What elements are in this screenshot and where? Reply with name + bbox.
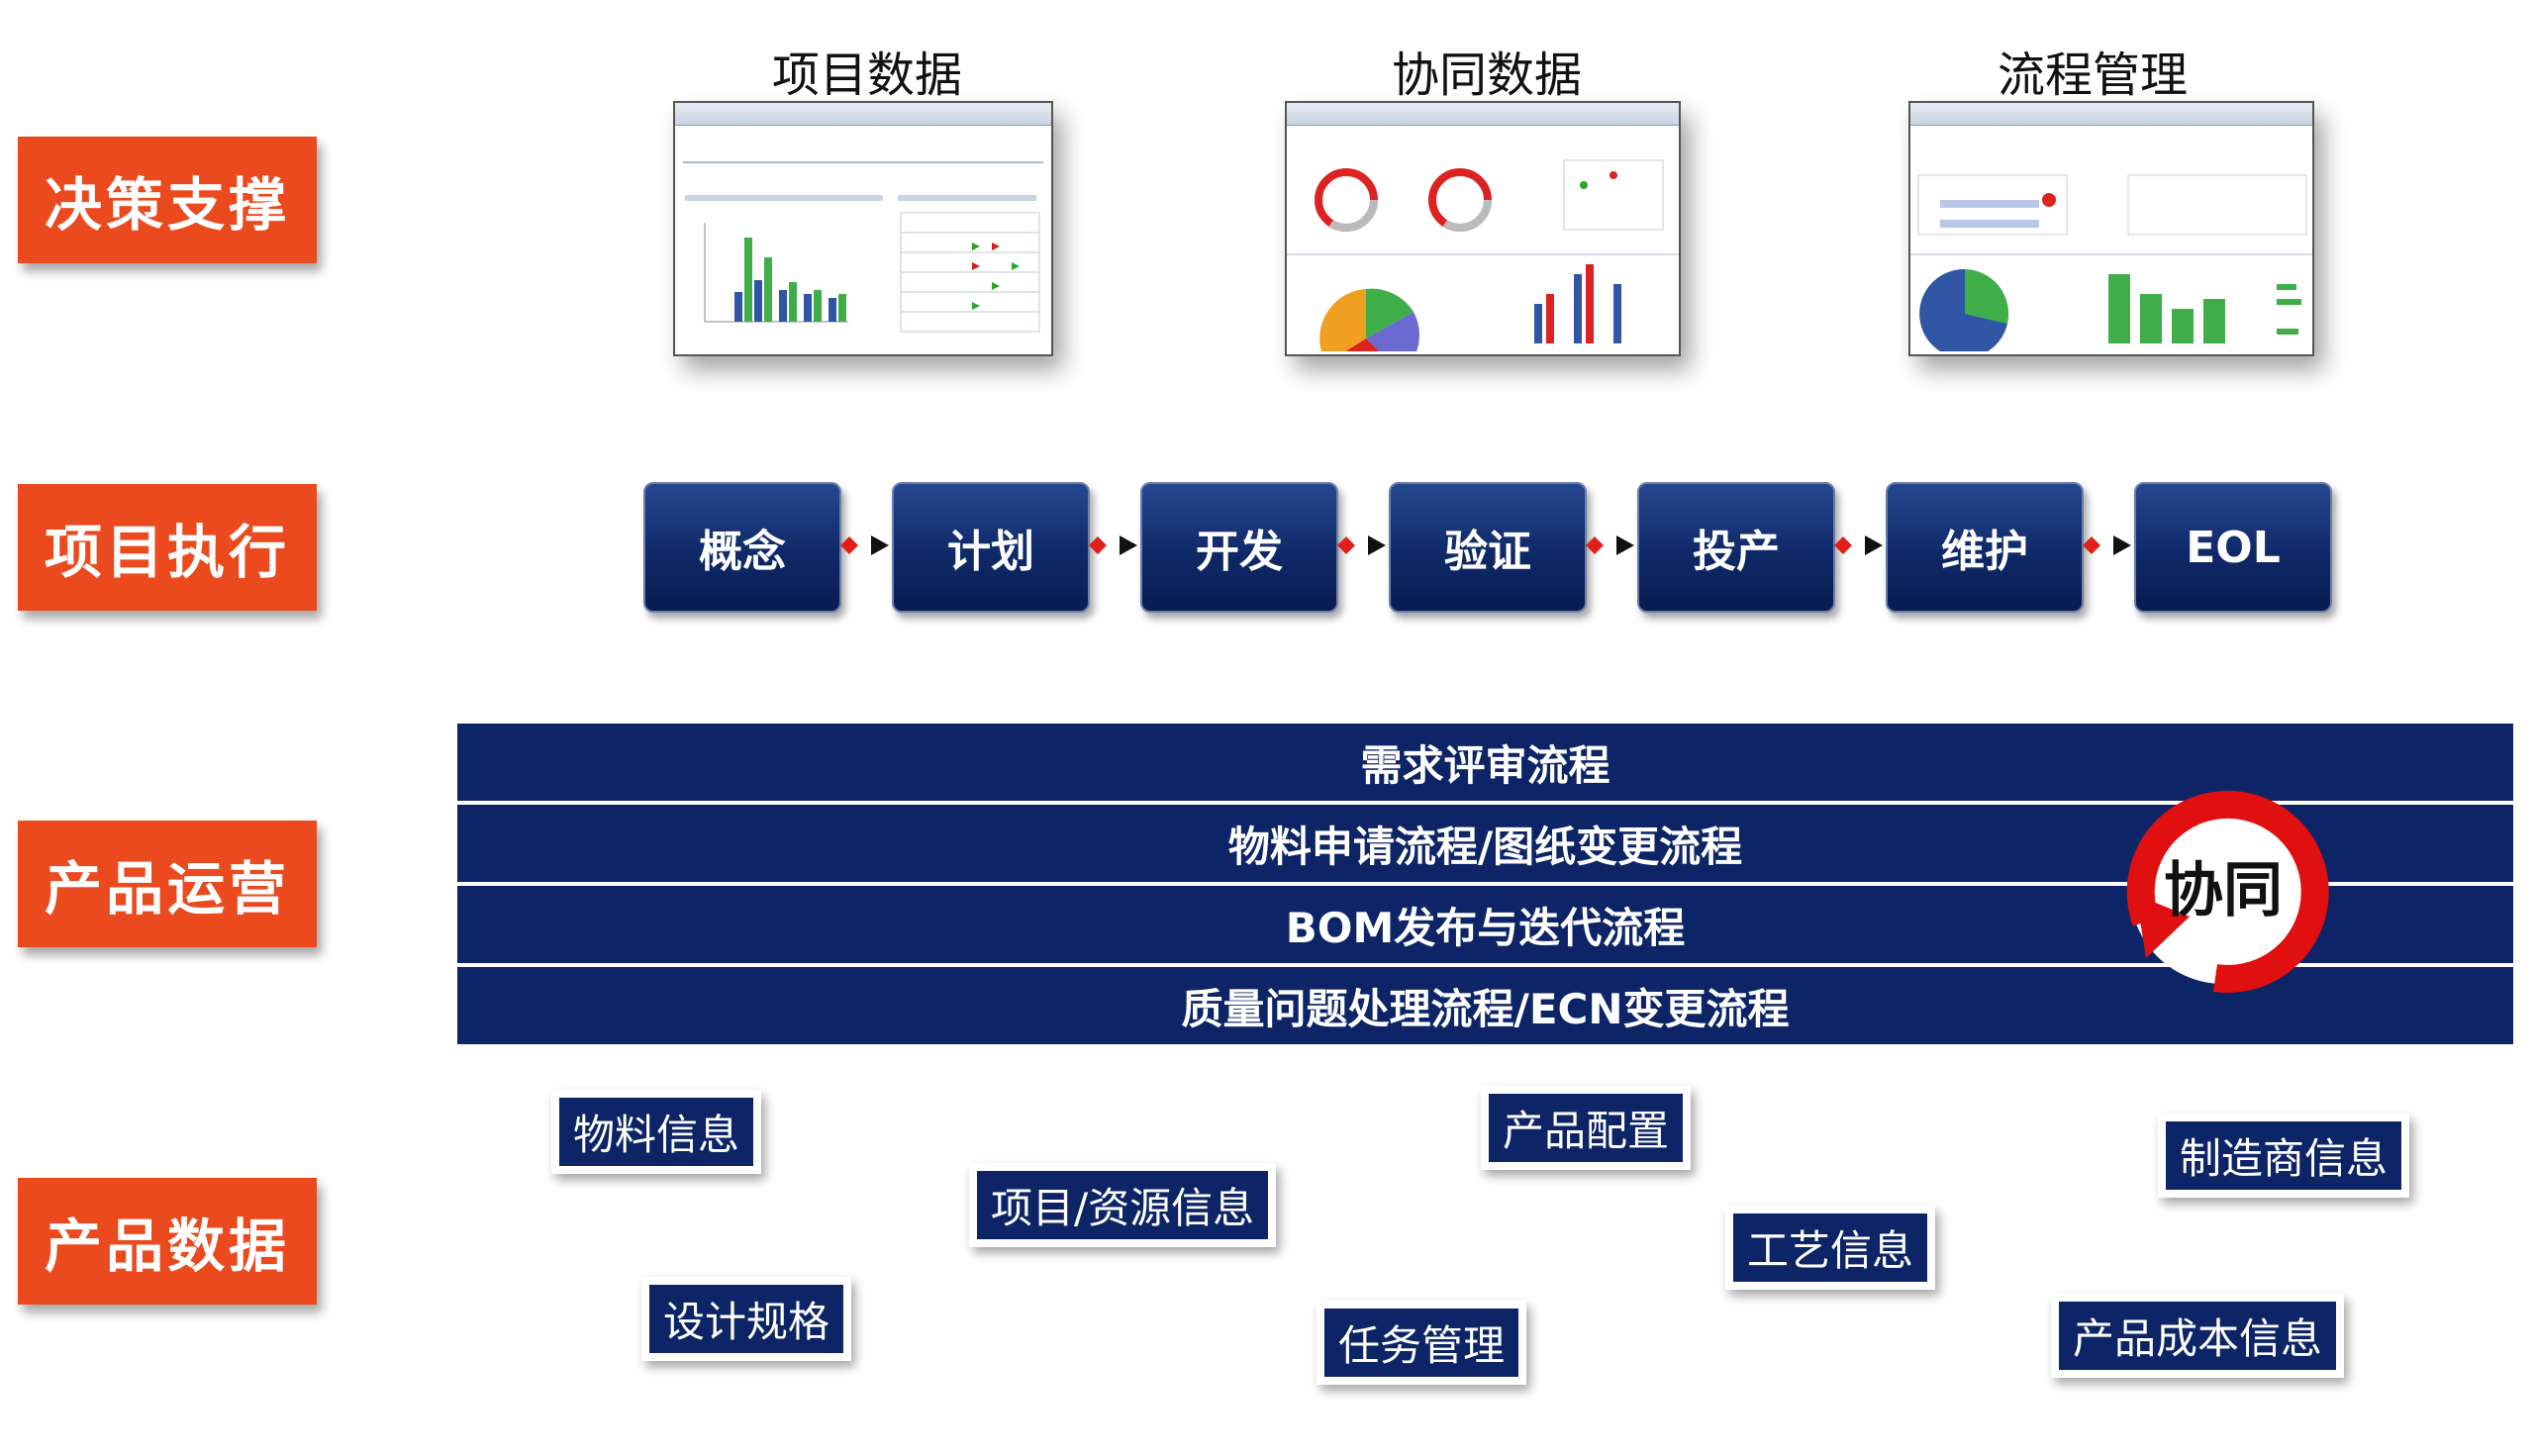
layer-label-execution: 项目执行	[18, 484, 317, 611]
dashboard-title-project: 项目数据	[771, 48, 962, 103]
data-chip-material: 物料信息	[551, 1090, 762, 1174]
data-chip-label: 项目/资源信息	[977, 1171, 1269, 1239]
stage-plan: 计划	[892, 482, 1090, 613]
stage-concept: 概念	[643, 482, 841, 613]
data-chip-label: 产品配置	[1489, 1094, 1684, 1162]
process-band-requirement-review: 需求评审流程	[457, 724, 2513, 801]
gauge-chart-graphic	[1287, 159, 1679, 354]
diamond-arrow-icon	[1834, 535, 1883, 555]
stage-develop: 开发	[1140, 482, 1338, 613]
diamond-arrow-icon	[1337, 535, 1386, 555]
dashboard-title-collab: 协同数据	[1391, 48, 1582, 103]
data-chip-label: 任务管理	[1324, 1309, 1519, 1377]
data-chip-process-info: 工艺信息	[1725, 1206, 1936, 1290]
data-chip-manufacturer: 制造商信息	[2158, 1114, 2410, 1198]
data-chip-project-resource: 项目/资源信息	[969, 1163, 1277, 1247]
diamond-arrow-icon	[2083, 535, 2131, 555]
stage-verify: 验证	[1389, 482, 1587, 613]
process-band-quality-ecn: 质量问题处理流程/ECN变更流程	[457, 967, 2513, 1044]
bar-chart-graphic	[685, 195, 1040, 333]
data-chip-design-spec: 设计规格	[641, 1277, 852, 1361]
data-chip-label: 制造商信息	[2166, 1121, 2402, 1190]
data-chip-label: 物料信息	[559, 1098, 754, 1166]
circular-arrow-icon: 协同	[2126, 790, 2329, 993]
layer-label-operations: 产品运营	[18, 821, 317, 947]
dashboard-thumbnail-project	[673, 101, 1053, 356]
data-chip-label: 设计规格	[649, 1285, 844, 1353]
stage-eol: EOL	[2134, 482, 2332, 613]
collab-badge-label: 协同	[2164, 856, 2283, 925]
data-chip-product-config: 产品配置	[1481, 1086, 1692, 1170]
stage-maintain: 维护	[1886, 482, 2084, 613]
dashboard-thumbnail-process	[1908, 101, 2314, 356]
diamond-arrow-icon	[1089, 535, 1137, 555]
pie-bar-chart-graphic	[1910, 174, 2312, 354]
dashboard-title-process: 流程管理	[1997, 48, 2188, 103]
data-chip-product-cost: 产品成本信息	[2051, 1294, 2345, 1378]
layer-label-data: 产品数据	[18, 1178, 317, 1305]
diamond-arrow-icon	[1586, 535, 1634, 555]
data-chip-task-management: 任务管理	[1317, 1301, 1527, 1385]
dashboard-thumbnail-collab	[1285, 101, 1681, 356]
stage-production: 投产	[1637, 482, 1835, 613]
layer-label-decision: 决策支撑	[18, 137, 317, 263]
data-chip-label: 产品成本信息	[2059, 1302, 2337, 1370]
diamond-arrow-icon	[840, 535, 889, 555]
data-chip-label: 工艺信息	[1733, 1213, 1928, 1282]
